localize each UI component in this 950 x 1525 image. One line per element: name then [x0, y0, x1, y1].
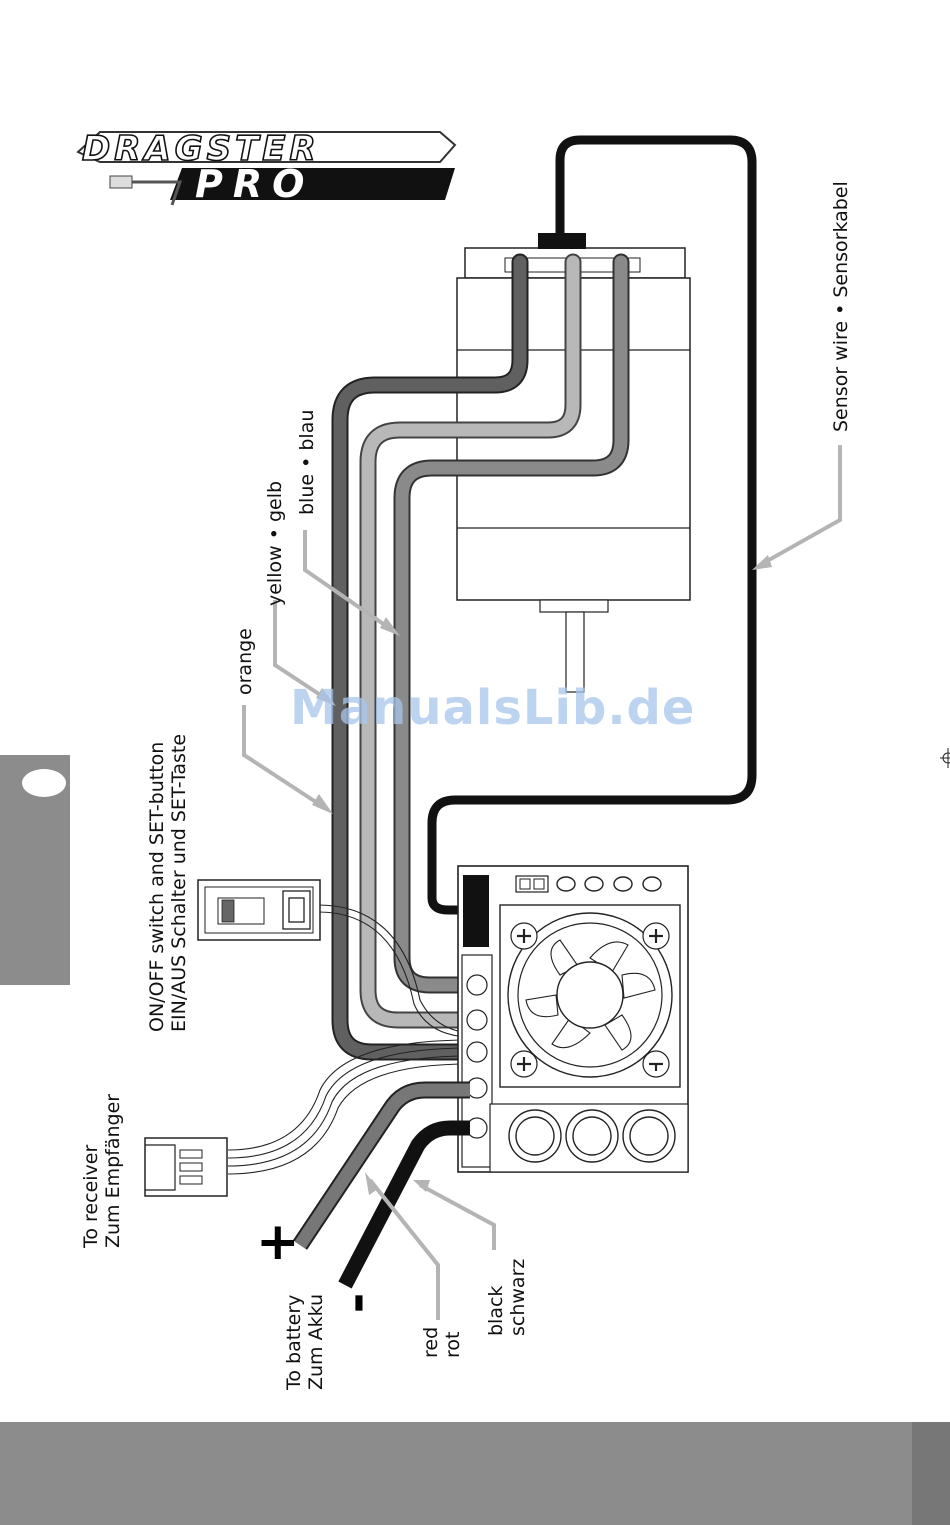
receiver-label: To receiver Zum Empfänger [80, 1094, 124, 1248]
esc-capacitors [509, 1110, 675, 1162]
dragster-pro-logo: DRAGSTER PRO [78, 129, 455, 206]
svg-text:PRO: PRO [195, 162, 314, 206]
minus-symbol: - [331, 1293, 381, 1314]
orange-label: orange [234, 628, 256, 695]
motor-shaft-collar [540, 600, 608, 612]
plus-symbol: + [256, 1216, 300, 1268]
receiver-plug [145, 1138, 227, 1196]
sensor-label: Sensor wire • Sensorkabel [830, 181, 852, 432]
esc [458, 866, 688, 1172]
battery-wires [300, 1090, 470, 1285]
blue-label: blue • blau [296, 410, 318, 515]
footer-page-tab [912, 1422, 950, 1525]
on-off-switch [198, 880, 320, 940]
footer-bar [0, 1422, 950, 1525]
watermark: ManualsLib.de [290, 680, 695, 736]
switch-label: ON/OFF switch and SET-button EIN/AUS Sch… [146, 734, 190, 1032]
side-tab-marker [22, 769, 66, 797]
red-label: red rot [420, 1327, 464, 1358]
sensor-port [463, 875, 489, 947]
yellow-label: yellow • gelb [264, 481, 286, 606]
esc-fan [508, 913, 672, 1077]
registration-mark [940, 748, 950, 768]
black-label: black schwarz [485, 1259, 529, 1336]
battery-label: To battery Zum Akku [283, 1294, 327, 1390]
